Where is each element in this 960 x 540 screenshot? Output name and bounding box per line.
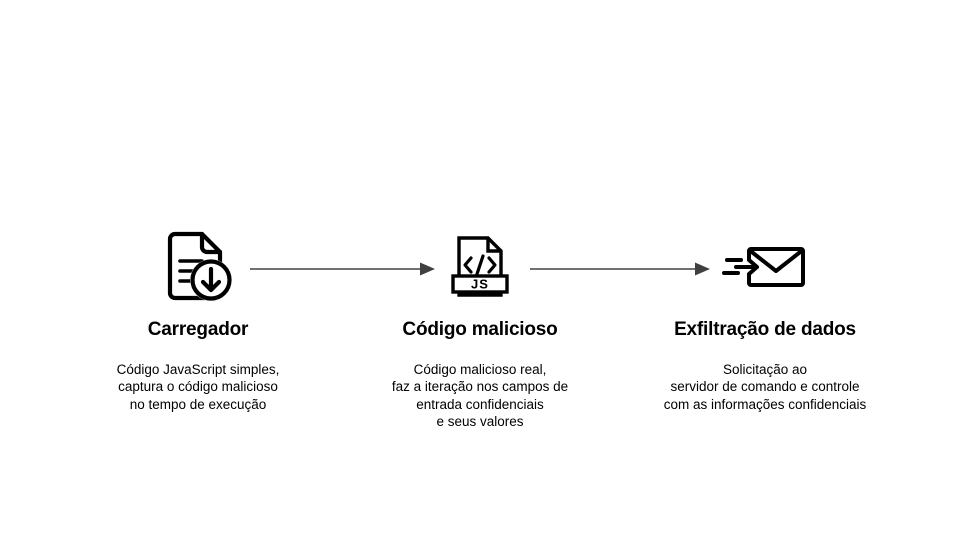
stage-title-loader: Carregador (147, 319, 249, 340)
stage-title-data-exfiltration: Exfiltração de dados (674, 319, 856, 340)
stage-loader: Carregador Código JavaScript simples, ca… (63, 228, 333, 413)
document-download-icon (162, 228, 234, 304)
stage-title-malicious-code: Código malicioso (402, 319, 558, 340)
stage-description-data-exfiltration: Solicitação ao servidor de comando e con… (663, 361, 867, 412)
stage-description-malicious-code: Código malicioso real, faz a iteração no… (391, 361, 569, 430)
envelope-send-icon (722, 228, 808, 304)
stage-malicious-code: JS Código malicioso Código malicioso rea… (345, 228, 615, 431)
svg-text:JS: JS (471, 277, 489, 292)
flow-arrow-malicious-to-exfil (530, 261, 710, 277)
js-code-file-icon: JS (444, 228, 516, 304)
stage-data-exfiltration: Exfiltração de dados Solicitação ao serv… (630, 228, 900, 413)
stage-description-loader: Código JavaScript simples, captura o cód… (116, 361, 280, 412)
flow-arrow-loader-to-malicious (250, 261, 435, 277)
